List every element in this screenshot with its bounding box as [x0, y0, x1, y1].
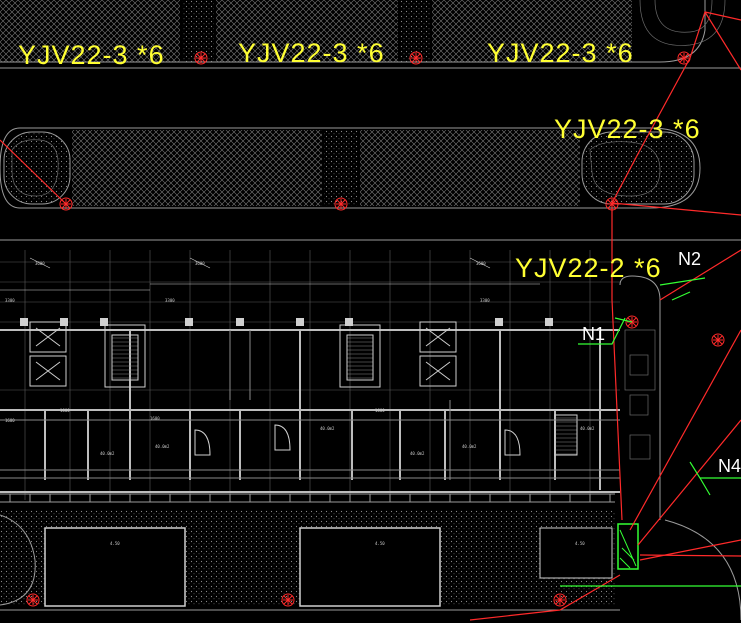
svg-text:4.50: 4.50	[375, 541, 385, 546]
middle-parking-strip	[0, 127, 741, 241]
cable-label-3[interactable]: YJV22-3 *6	[487, 38, 634, 68]
svg-text:1600: 1600	[5, 418, 15, 423]
node-label-n2[interactable]: N2	[678, 249, 701, 269]
svg-text:3600: 3600	[35, 261, 45, 266]
svg-text:40.0m2: 40.0m2	[100, 451, 115, 456]
svg-text:4.50: 4.50	[575, 541, 585, 546]
dot-fill-area	[400, 0, 430, 62]
svg-text:1600: 1600	[60, 408, 70, 413]
dot-fill-area	[182, 0, 214, 62]
leader-lines	[560, 277, 741, 587]
hatch-area	[0, 0, 180, 62]
cable-label-5[interactable]: YJV22-2 *6	[515, 253, 662, 283]
cable-route-lines	[0, 11, 741, 621]
hatch-area	[360, 130, 580, 206]
svg-text:40.0m2: 40.0m2	[580, 426, 595, 431]
node-label-n4[interactable]: N4	[718, 456, 741, 476]
svg-text:1600: 1600	[375, 408, 385, 413]
svg-text:4.50: 4.50	[110, 541, 120, 546]
svg-text:40.0m2: 40.0m2	[410, 451, 425, 456]
svg-text:3600: 3600	[476, 261, 486, 266]
cable-label-2[interactable]: YJV22-3 *6	[238, 38, 385, 68]
hatch-area	[432, 0, 632, 62]
hatch-area	[216, 0, 398, 62]
building-floor-plan: 3600 3600 3600 3300 3300 3300	[0, 250, 661, 520]
cable-label-4[interactable]: YJV22-3 *6	[554, 114, 701, 144]
dot-fill-area	[324, 130, 358, 206]
svg-text:1600: 1600	[150, 416, 160, 421]
node-label-n1[interactable]: N1	[582, 324, 605, 344]
svg-text:3300: 3300	[5, 298, 15, 303]
svg-text:40.0m2: 40.0m2	[462, 444, 477, 449]
green-junction-box[interactable]	[617, 523, 639, 570]
svg-text:3300: 3300	[165, 298, 175, 303]
bottom-landscape-area: 4.50 4.50 4.50	[0, 510, 741, 621]
cable-label-1[interactable]: YJV22-3 *6	[18, 40, 165, 70]
svg-text:40.0m2: 40.0m2	[320, 426, 335, 431]
svg-text:3600: 3600	[195, 261, 205, 266]
top-parking-strip	[0, 0, 741, 69]
hatch-area	[72, 130, 322, 206]
svg-text:40.0m2: 40.0m2	[155, 444, 170, 449]
svg-text:3300: 3300	[480, 298, 490, 303]
